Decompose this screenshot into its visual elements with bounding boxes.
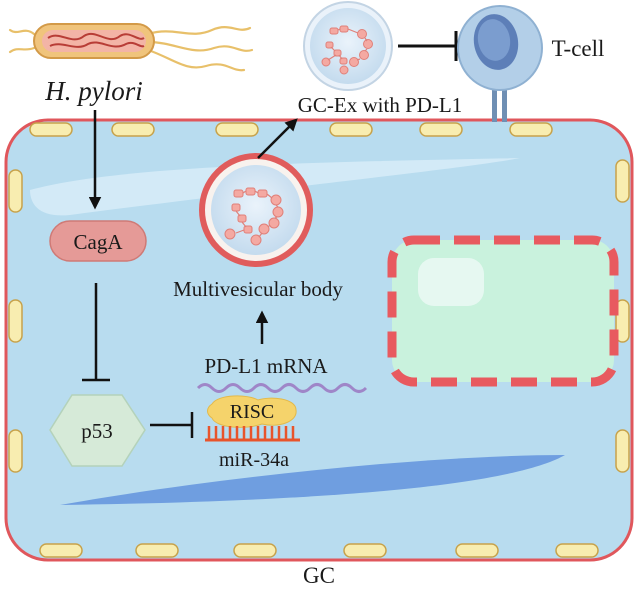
caga-node	[49, 220, 147, 262]
gc-label: GC	[303, 563, 335, 588]
h-pylori-label: H. pylori	[44, 76, 143, 106]
p53-label: p53	[81, 419, 113, 443]
pdl1-mrna-label: PD-L1 mRNA	[204, 354, 328, 378]
inhibition-p53-to-risc	[150, 412, 194, 438]
t-cell-icon	[457, 5, 543, 122]
mir34a-label: miR-34a	[219, 449, 289, 471]
inhibition-arrow-icon	[82, 283, 110, 382]
gc-ex-label: GC-Ex with PD-L1	[298, 93, 463, 117]
t-cell-label: T-cell	[552, 36, 605, 61]
caga-label: CagA	[74, 230, 124, 254]
mirna-strand	[205, 426, 300, 442]
risc-label: RISC	[230, 401, 274, 423]
p53-node	[49, 394, 146, 467]
nucleus	[387, 235, 619, 387]
exosome-icon	[303, 1, 393, 91]
vesicle-icon	[199, 153, 313, 267]
mrna-strand	[196, 383, 368, 393]
risc-complex	[207, 395, 297, 428]
bacterium-icon	[8, 23, 254, 72]
arrow-mvb-to-gcex	[257, 118, 298, 159]
mvb-label: Multivesicular body	[173, 277, 343, 301]
inhibition-exosome-to-tcell	[398, 31, 458, 61]
gastric-cell	[4, 118, 634, 562]
